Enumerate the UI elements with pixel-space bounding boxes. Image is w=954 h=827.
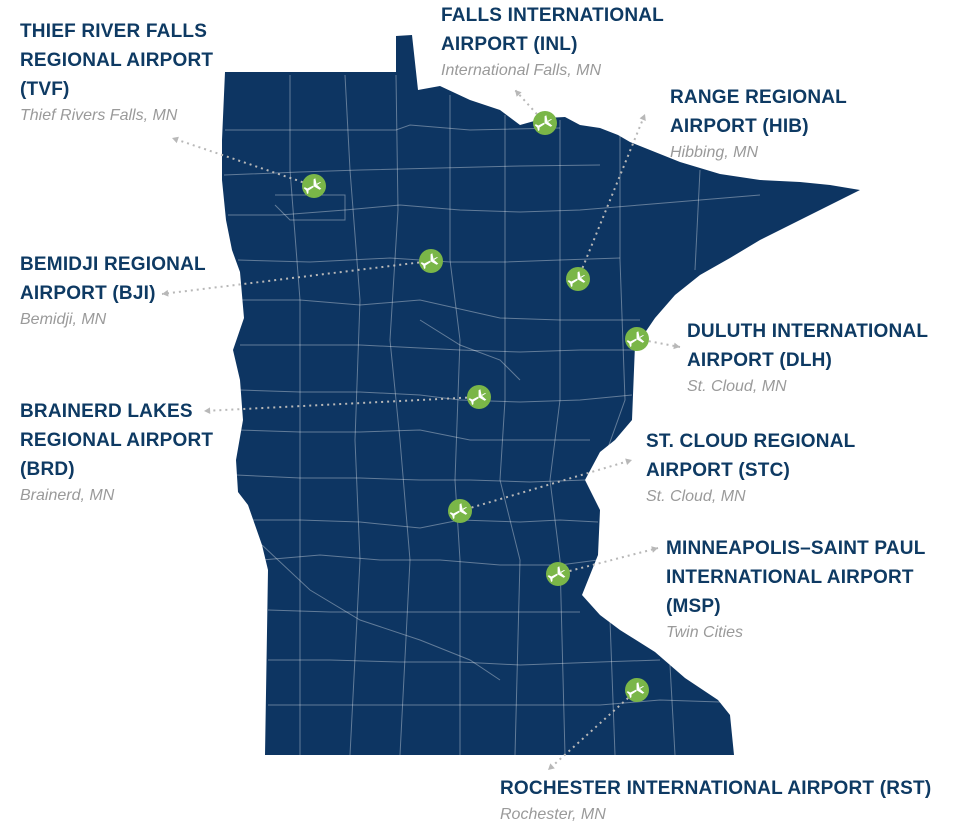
- airport-name: DULUTH INTERNATIONAL AIRPORT (DLH): [687, 321, 929, 371]
- airport-marker-inl[interactable]: [533, 111, 557, 135]
- label-brd: BRAINERD LAKES REGIONAL AIRPORT (BRD) Br…: [20, 397, 213, 508]
- airport-marker-stc[interactable]: [448, 499, 472, 523]
- airport-marker-dlh[interactable]: [625, 327, 649, 351]
- arrowhead-inl: [515, 90, 522, 97]
- airport-marker-brd[interactable]: [467, 385, 491, 409]
- arrowhead-stc: [625, 458, 632, 465]
- airport-name: THIEF RIVER FALLS REGIONAL AIRPORT (TVF): [20, 21, 214, 100]
- arrowhead-msp: [651, 546, 658, 553]
- airport-name: ROCHESTER INTERNATIONAL AIRPORT (RST): [500, 778, 932, 799]
- label-rst: ROCHESTER INTERNATIONAL AIRPORT (RST) Ro…: [500, 774, 931, 827]
- airport-markers: [302, 111, 649, 702]
- airport-name: FALLS INTERNATIONAL AIRPORT (INL): [441, 5, 664, 55]
- label-inl: FALLS INTERNATIONAL AIRPORT (INL) Intern…: [441, 1, 664, 83]
- connector-brd: [203, 396, 480, 412]
- airport-name: ST. CLOUD REGIONAL AIRPORT (STC): [646, 431, 856, 481]
- airport-marker-hib[interactable]: [566, 267, 590, 291]
- connector-rst: [547, 689, 638, 771]
- airport-city: St. Cloud, MN: [646, 488, 746, 505]
- arrowhead-bji: [162, 289, 169, 297]
- label-bji: BEMIDJI REGIONAL AIRPORT (BJI) Bemidji, …: [20, 250, 206, 332]
- airport-city: Thief Rivers Falls, MN: [20, 107, 178, 124]
- arrowhead-rst: [548, 763, 555, 770]
- airport-city: St. Cloud, MN: [687, 378, 787, 395]
- airport-marker-rst[interactable]: [625, 678, 649, 702]
- connector-tvf: [171, 137, 315, 187]
- airport-name: BRAINERD LAKES REGIONAL AIRPORT (BRD): [20, 401, 214, 480]
- airport-city: Rochester, MN: [500, 806, 606, 823]
- state-outline: [222, 35, 860, 755]
- arrowhead-dlh: [673, 342, 680, 350]
- airport-city: Bemidji, MN: [20, 311, 107, 328]
- arrowhead-brd: [204, 407, 211, 415]
- airport-city: Twin Cities: [666, 624, 744, 641]
- arrowhead-hib: [639, 114, 646, 121]
- airport-name: BEMIDJI REGIONAL AIRPORT (BJI): [20, 254, 206, 304]
- county-boundaries: [223, 74, 761, 756]
- airport-marker-tvf[interactable]: [302, 174, 326, 198]
- label-stc: ST. CLOUD REGIONAL AIRPORT (STC) St. Clo…: [646, 427, 855, 509]
- label-msp: MINNEAPOLIS–SAINT PAUL INTERNATIONAL AIR…: [666, 534, 926, 645]
- airport-marker-msp[interactable]: [546, 562, 570, 586]
- label-dlh: DULUTH INTERNATIONAL AIRPORT (DLH) St. C…: [687, 317, 928, 399]
- airport-name: RANGE REGIONAL AIRPORT (HIB): [670, 87, 847, 137]
- airport-city: Hibbing, MN: [670, 144, 759, 161]
- airport-city: International Falls, MN: [441, 62, 602, 79]
- airport-marker-bji[interactable]: [419, 249, 443, 273]
- label-hib: RANGE REGIONAL AIRPORT (HIB) Hibbing, MN: [670, 83, 847, 165]
- arrowhead-tvf: [172, 136, 179, 144]
- airport-city: Brainerd, MN: [20, 487, 115, 504]
- airport-name: MINNEAPOLIS–SAINT PAUL INTERNATIONAL AIR…: [666, 538, 926, 617]
- label-tvf: THIEF RIVER FALLS REGIONAL AIRPORT (TVF)…: [20, 17, 213, 128]
